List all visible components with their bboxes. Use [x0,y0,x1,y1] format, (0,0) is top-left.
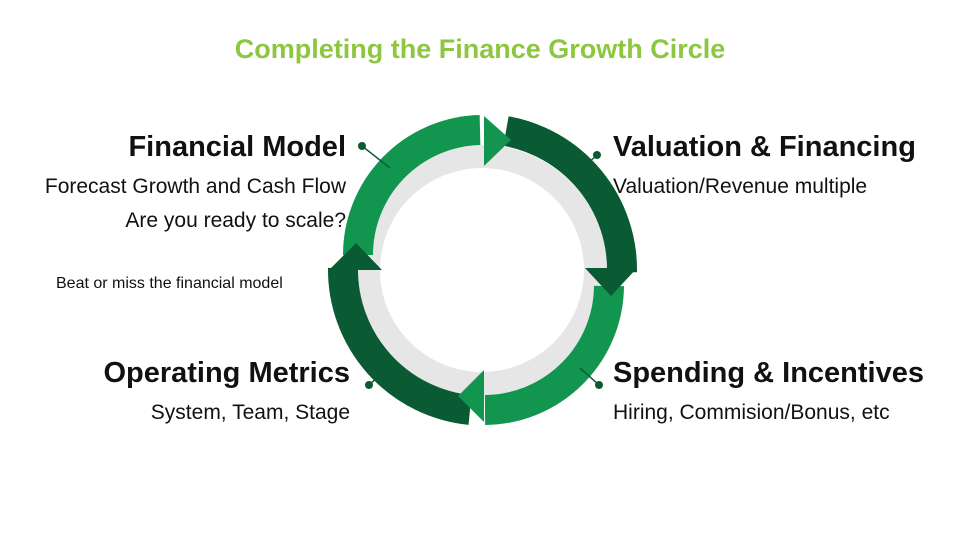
diagram-title: Completing the Finance Growth Circle [234,34,726,64]
arrowhead-bottom [458,370,484,422]
financial-model-line-2: Are you ready to scale? [125,209,346,232]
arrowhead-right [585,268,637,296]
arrowhead-left [329,243,382,270]
valuation-financing-title: Valuation & Financing [613,131,916,163]
connector-valuation [577,151,601,173]
arc-top-right-dark [503,116,638,273]
arrowhead-top [484,116,511,166]
spending-incentives-line-1: Hiring, Commision/Bonus, etc [613,401,890,424]
operating-metrics-line-1: System, Team, Stage [150,401,350,424]
financial-model-line-1: Forecast Growth and Cash Flow [44,175,346,198]
spending-incentives-title: Spending & Incentives [613,357,924,389]
valuation-financing-line-1: Valuation/Revenue multiple [613,175,868,198]
operating-metrics-title: Operating Metrics [103,357,350,389]
beat-or-miss-note: Beat or miss the financial model [56,275,283,292]
arc-bottom-right-light [484,285,624,425]
financial-model-title: Financial Model [128,131,346,163]
connector-financial-model [358,142,391,169]
arc-bottom-left-dark [327,267,472,425]
connector-operating-metrics [365,367,389,389]
arc-top-left-light [343,115,481,256]
inner-white-core [380,168,584,372]
connector-spending [579,367,603,389]
